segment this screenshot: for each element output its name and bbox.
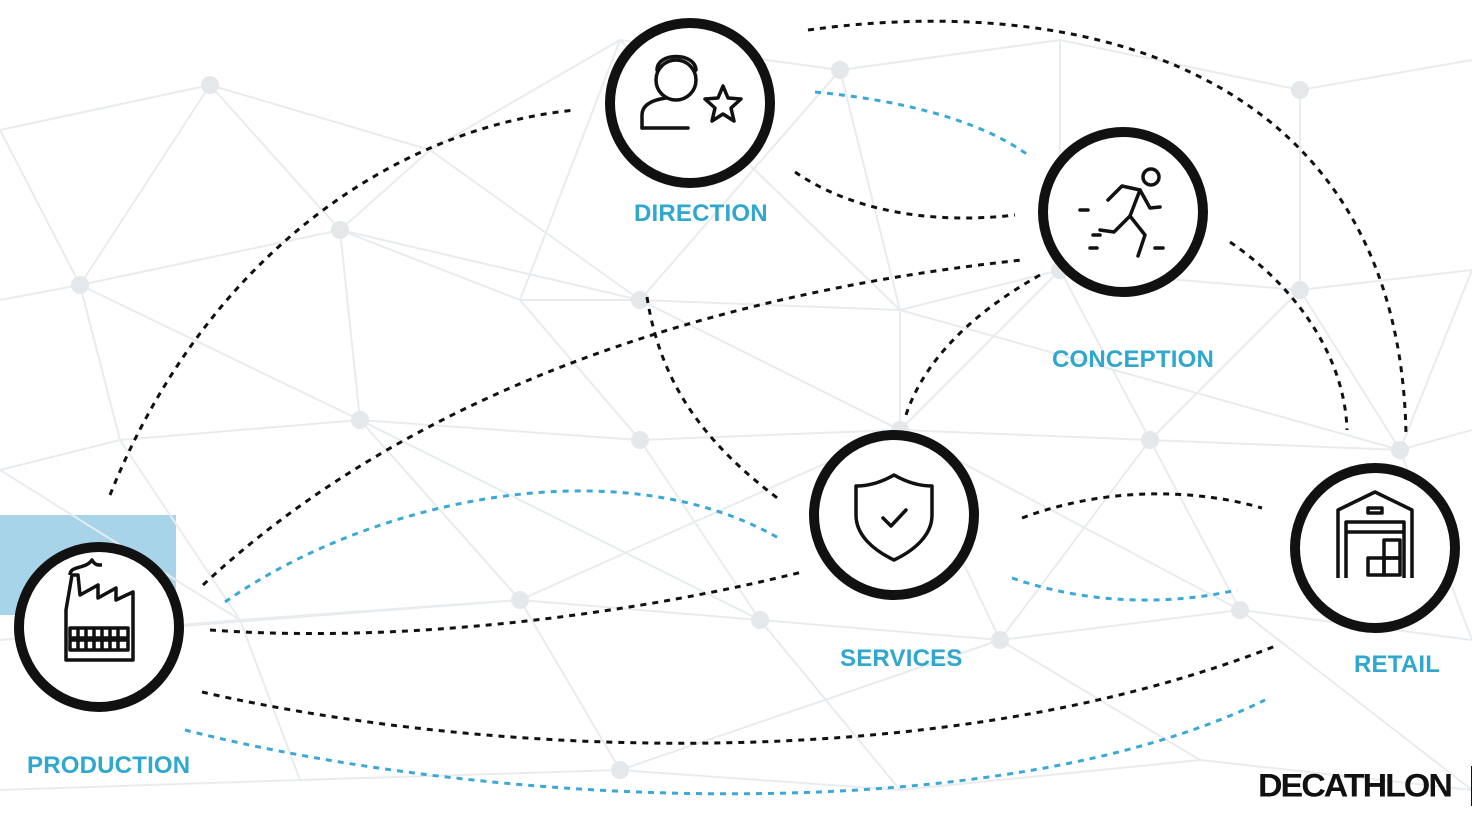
link-production-conception — [201, 258, 1023, 587]
node-production — [14, 542, 184, 712]
link-direction-conception — [794, 170, 1016, 220]
link-conception-retail — [1229, 240, 1349, 431]
node-conception — [1038, 127, 1208, 297]
conception-label: CONCEPTION — [1052, 346, 1215, 373]
direction-label: DIRECTION — [634, 200, 768, 227]
link-production-direction — [108, 108, 576, 496]
node-services — [809, 430, 979, 600]
link-conception-services — [903, 273, 1041, 419]
factory-icon — [64, 558, 135, 662]
person-star-icon — [640, 54, 743, 130]
shield-check-icon — [854, 473, 934, 562]
warehouse-icon — [1336, 490, 1414, 578]
link-production-retail — [201, 643, 1279, 745]
brand-divider — [1470, 766, 1472, 806]
runner-icon — [1078, 167, 1165, 258]
link-production-retail-blue — [184, 698, 1266, 796]
production-label: PRODUCTION — [27, 752, 191, 779]
link-services-retail-blue — [1011, 576, 1238, 602]
link-services-retail — [1021, 492, 1263, 520]
node-direction — [605, 18, 775, 188]
link-direction-retail — [807, 19, 1408, 436]
node-retail — [1290, 463, 1460, 633]
link-production-services — [209, 570, 803, 636]
services-label: SERVICES — [840, 645, 963, 672]
link-direction-conception-blue — [814, 90, 1029, 157]
retail-label: RETAIL — [1354, 651, 1441, 678]
brand-name: DECATHLON — [1258, 767, 1453, 804]
link-production-services-blue — [224, 489, 783, 604]
brand-logo: DECATHLON — [1258, 764, 1472, 808]
link-direction-services — [645, 296, 781, 502]
